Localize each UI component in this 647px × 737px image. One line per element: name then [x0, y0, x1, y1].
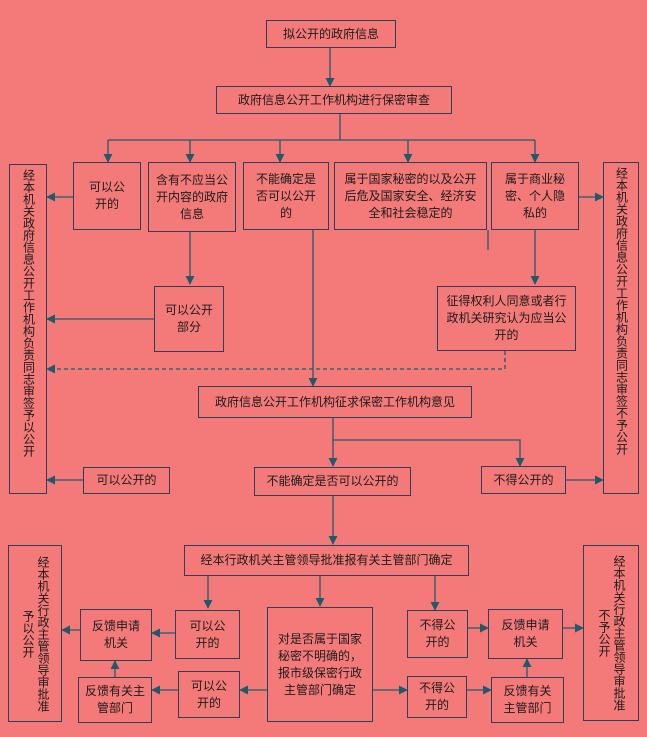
- node-not-disclose-3: 不得公开的: [407, 676, 467, 718]
- side-right-bottom: 经本机关行政主管领导审批准不予公开: [583, 545, 639, 721]
- node-feedback-applicant-left: 反馈申请机关: [80, 609, 152, 661]
- node-state-secret: 属于国家秘密的以及公开后危及国家安全、经济安全和社会稳定的: [334, 162, 487, 230]
- node-can-disclose-1: 可以公开的: [73, 162, 141, 230]
- node-confidentiality-review: 政府信息公开工作机构进行保密审查: [216, 86, 452, 114]
- node-feedback-dept-right: 反馈有关主管部门: [491, 677, 564, 723]
- node-secret-unclear: 对是否属于国家秘密不明确的，报市级保密行政主管部门确定: [267, 607, 373, 722]
- node-consent-obtained: 征得权利人同意或者行政机关研究认为应当公开的: [437, 286, 576, 351]
- side-left-top: 经本机关政府信息公开工作机构负责同志审签予以公开: [9, 164, 47, 494]
- node-feedback-dept-left: 反馈有关主管部门: [78, 677, 152, 723]
- node-can-disclose-2: 可以公开的: [83, 467, 170, 494]
- side-left-bottom: 经本机关行政主管领导审批准予以公开: [8, 545, 62, 722]
- node-uncertain-1: 不能确定是否可以公开的: [243, 162, 329, 230]
- node-can-disclose-3: 可以公开的: [175, 610, 240, 659]
- edge-n10-n13: [333, 439, 525, 467]
- node-not-disclose-1: 不得公开的: [481, 466, 566, 494]
- node-not-disclose-2: 不得公开的: [407, 610, 468, 658]
- side-right-top: 经本机关政府信息公开工作机构负责同志审签不予公开: [603, 162, 639, 494]
- node-can-disclose-4: 可以公开的: [178, 671, 240, 718]
- node-contains-restricted: 含有不应当公开内容的政府信息: [148, 162, 236, 232]
- node-leader-approval: 经本行政机关主管领导批准报有关主管部门确定: [184, 545, 469, 576]
- node-feedback-applicant-right: 反馈申请机关: [488, 609, 563, 659]
- edge-n9-vlt-dashed: [46, 351, 506, 374]
- node-partial-disclose: 可以公开部分: [154, 286, 224, 352]
- node-uncertain-2: 不能确定是否可以公开的: [254, 467, 411, 496]
- node-commercial-privacy: 属于商业秘密、个人隐私的: [491, 162, 579, 230]
- node-proposed-info: 拟公开的政府信息: [266, 20, 396, 48]
- node-consult-secrecy: 政府信息公开工作机构征求保密工作机构意见: [198, 386, 472, 418]
